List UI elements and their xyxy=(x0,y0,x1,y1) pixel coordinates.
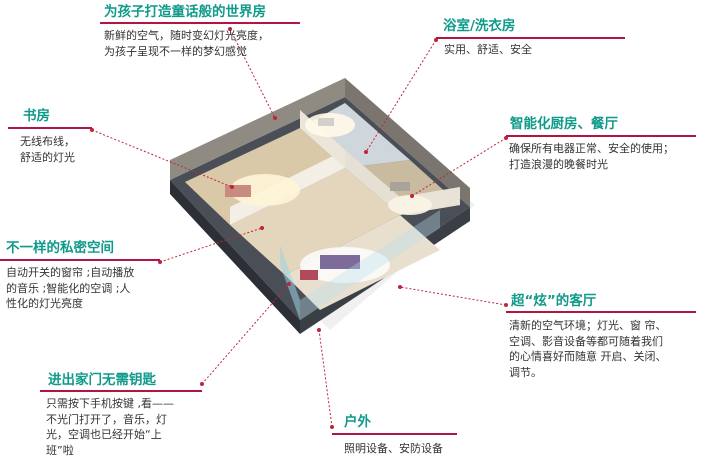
keyless-entry-line-2: 不光门打开了，音乐，灯 xyxy=(46,412,167,426)
keyless-entry-line-3: 光，空调也已经开始“上 xyxy=(46,428,162,441)
kids-room-line-1: 新鲜的空气，随时变幻灯光亮度， xyxy=(104,29,269,42)
kids-room-underline xyxy=(100,22,300,24)
kitchen-underline xyxy=(506,135,696,137)
living-room-line-2: 空调、影音设备等都可随着我们 xyxy=(509,334,663,348)
bathroom-description: 实用、舒适、安全 xyxy=(444,42,532,58)
kitchen-description: 确保所有电器正常、安全的使用； 打造浪漫的晚餐时光 xyxy=(509,141,674,172)
study-line-2: 舒适的灯光 xyxy=(20,150,75,164)
study-underline xyxy=(8,127,92,129)
private-space-line-1: 自动开关的窗帘 ;自动播放 xyxy=(6,266,135,279)
bathroom-underline xyxy=(436,37,625,39)
study-line-1: 无线布线， xyxy=(20,135,75,148)
living-room-underline xyxy=(506,311,696,313)
private-space-title: 不一样的私密空间 xyxy=(6,240,114,256)
study-title: 书房 xyxy=(23,108,50,124)
private-space-underline xyxy=(0,259,160,261)
keyless-entry-underline xyxy=(40,390,202,392)
keyless-entry-description: 只需按下手机按键 ,看—— 不光门打开了，音乐，灯 光，空调也已经开始“上 班”… xyxy=(46,396,174,458)
keyless-entry-line-1: 只需按下手机按键 ,看—— xyxy=(46,397,174,410)
keyless-entry-title: 进出家门无需钥匙 xyxy=(48,372,156,388)
kitchen-line-1: 确保所有电器正常、安全的使用； xyxy=(509,142,674,155)
bathroom-line-1: 实用、舒适、安全 xyxy=(444,43,532,56)
bathroom-title: 浴室/洗衣房 xyxy=(443,18,516,34)
outdoor-title: 户外 xyxy=(344,414,371,430)
kids-room-line-2: 为孩子呈现不一样的梦幻感觉 xyxy=(104,44,247,58)
living-room-line-3: 的心情喜好而随意 开启、关闭、 xyxy=(509,350,667,363)
living-room-title: 超“炫”的客厅 xyxy=(511,293,597,309)
study-description: 无线布线， 舒适的灯光 xyxy=(20,134,75,165)
living-room-line-1: 清新的空气环境；灯光、窗 帘、 xyxy=(509,319,667,332)
private-space-description: 自动开关的窗帘 ;自动播放 的音乐 ;智能化的空调 ;人 性化的灯光亮度 xyxy=(6,265,134,312)
kitchen-line-2: 打造浪漫的晚餐时光 xyxy=(509,157,608,171)
keyless-entry-line-4: 班”啦 xyxy=(46,443,74,457)
kitchen-title: 智能化厨房、餐厅 xyxy=(510,116,618,132)
outdoor-description: 照明设备、安防设备 xyxy=(344,441,443,457)
kids-room-description: 新鲜的空气，随时变幻灯光亮度， 为孩子呈现不一样的梦幻感觉 xyxy=(104,28,269,59)
outdoor-line-1: 照明设备、安防设备 xyxy=(344,442,443,455)
kids-room-title: 为孩子打造童话般的世界房 xyxy=(104,4,266,20)
outdoor-underline xyxy=(332,433,457,435)
living-room-description: 清新的空气环境；灯光、窗 帘、 空调、影音设备等都可随着我们 的心情喜好而随意 … xyxy=(509,318,667,380)
private-space-line-3: 性化的灯光亮度 xyxy=(6,297,83,310)
living-room-line-4: 调节。 xyxy=(509,365,542,379)
private-space-line-2: 的音乐 ;智能化的空调 ;人 xyxy=(6,281,131,295)
